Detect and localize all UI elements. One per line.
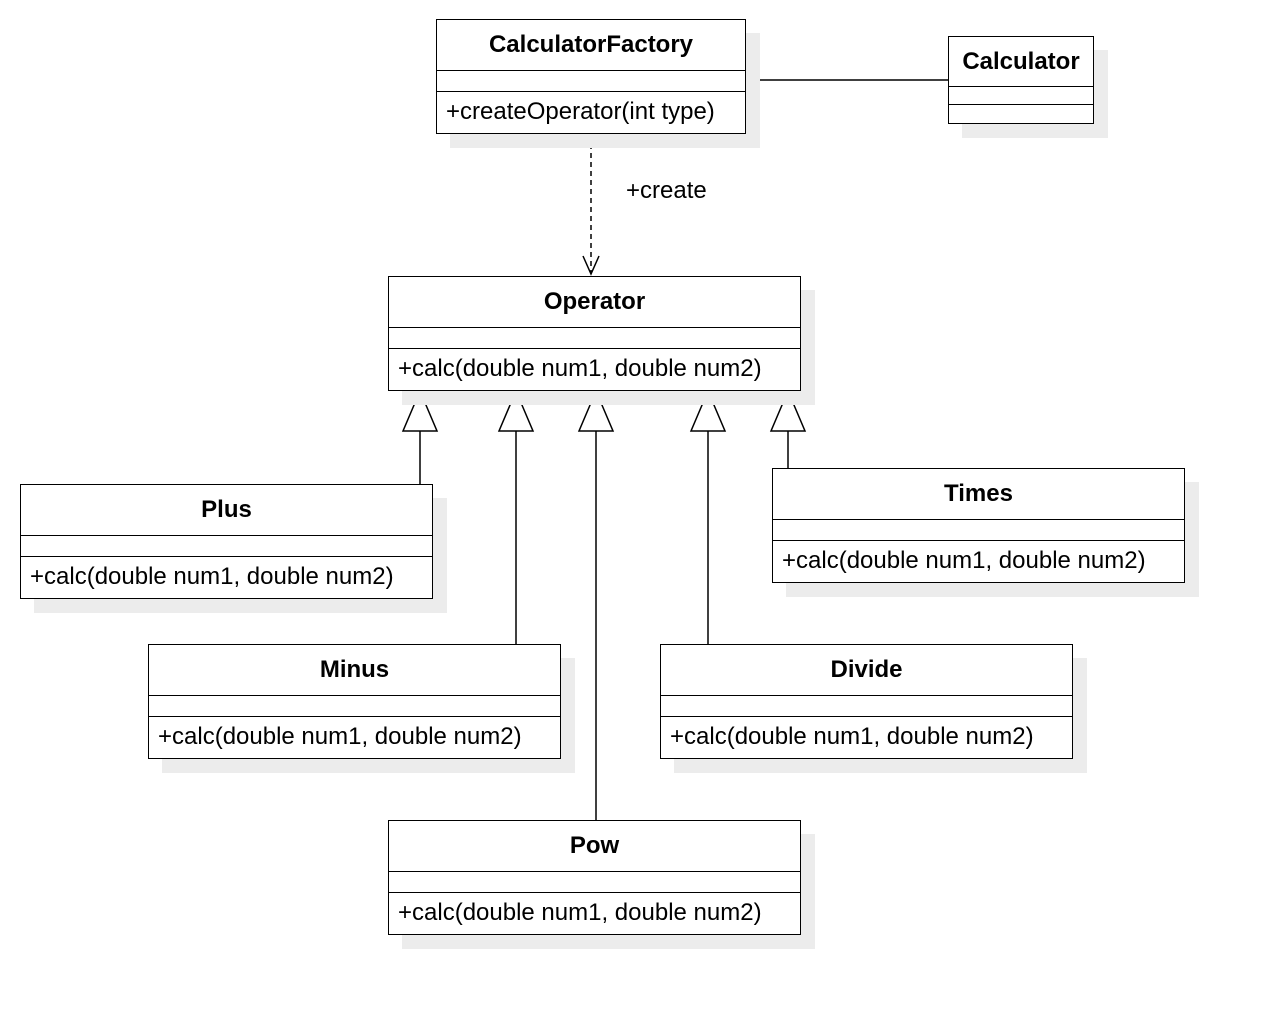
class-operation: +calc(double num1, double num2) (782, 547, 1146, 574)
class-pow[interactable]: Pow +calc(double num1, double num2) (388, 820, 801, 935)
class-name: Plus (21, 485, 432, 536)
class-operation: +calc(double num1, double num2) (158, 723, 522, 750)
class-divide[interactable]: Divide +calc(double num1, double num2) (660, 644, 1073, 759)
class-operation: +calc(double num1, double num2) (398, 899, 762, 926)
class-operation: +createOperator(int type) (446, 98, 715, 125)
generalization-arrowhead-pow (577, 389, 615, 432)
class-name: Divide (661, 645, 1072, 696)
class-name: Minus (149, 645, 560, 696)
class-calculator-factory[interactable]: CalculatorFactory +createOperator(int ty… (436, 19, 746, 134)
class-calculator[interactable]: Calculator (948, 36, 1094, 124)
class-name: Times (773, 469, 1184, 520)
class-operation: +calc(double num1, double num2) (670, 723, 1034, 750)
class-attributes (437, 71, 745, 92)
create-dependency-label: +create (626, 177, 707, 204)
class-attributes (389, 328, 800, 349)
class-name: Calculator (949, 37, 1093, 87)
class-attributes (661, 696, 1072, 717)
class-operation: +calc(double num1, double num2) (30, 563, 394, 590)
generalization-arrowhead-minus (497, 389, 535, 432)
class-times[interactable]: Times +calc(double num1, double num2) (772, 468, 1185, 583)
generalization-arrowhead-divide (689, 389, 727, 432)
dependency-arrowhead (582, 255, 600, 276)
class-attributes (149, 696, 560, 717)
class-name: CalculatorFactory (437, 20, 745, 71)
class-operation: +calc(double num1, double num2) (398, 355, 762, 382)
class-attributes (21, 536, 432, 557)
class-attributes (389, 872, 800, 893)
class-plus[interactable]: Plus +calc(double num1, double num2) (20, 484, 433, 599)
class-name: Operator (389, 277, 800, 328)
class-name: Pow (389, 821, 800, 872)
generalization-arrowhead-times (769, 389, 807, 432)
generalization-arrowhead-plus (401, 389, 439, 432)
class-minus[interactable]: Minus +calc(double num1, double num2) (148, 644, 561, 759)
class-attributes (773, 520, 1184, 541)
class-attributes (949, 87, 1093, 105)
class-operator[interactable]: Operator +calc(double num1, double num2) (388, 276, 801, 391)
